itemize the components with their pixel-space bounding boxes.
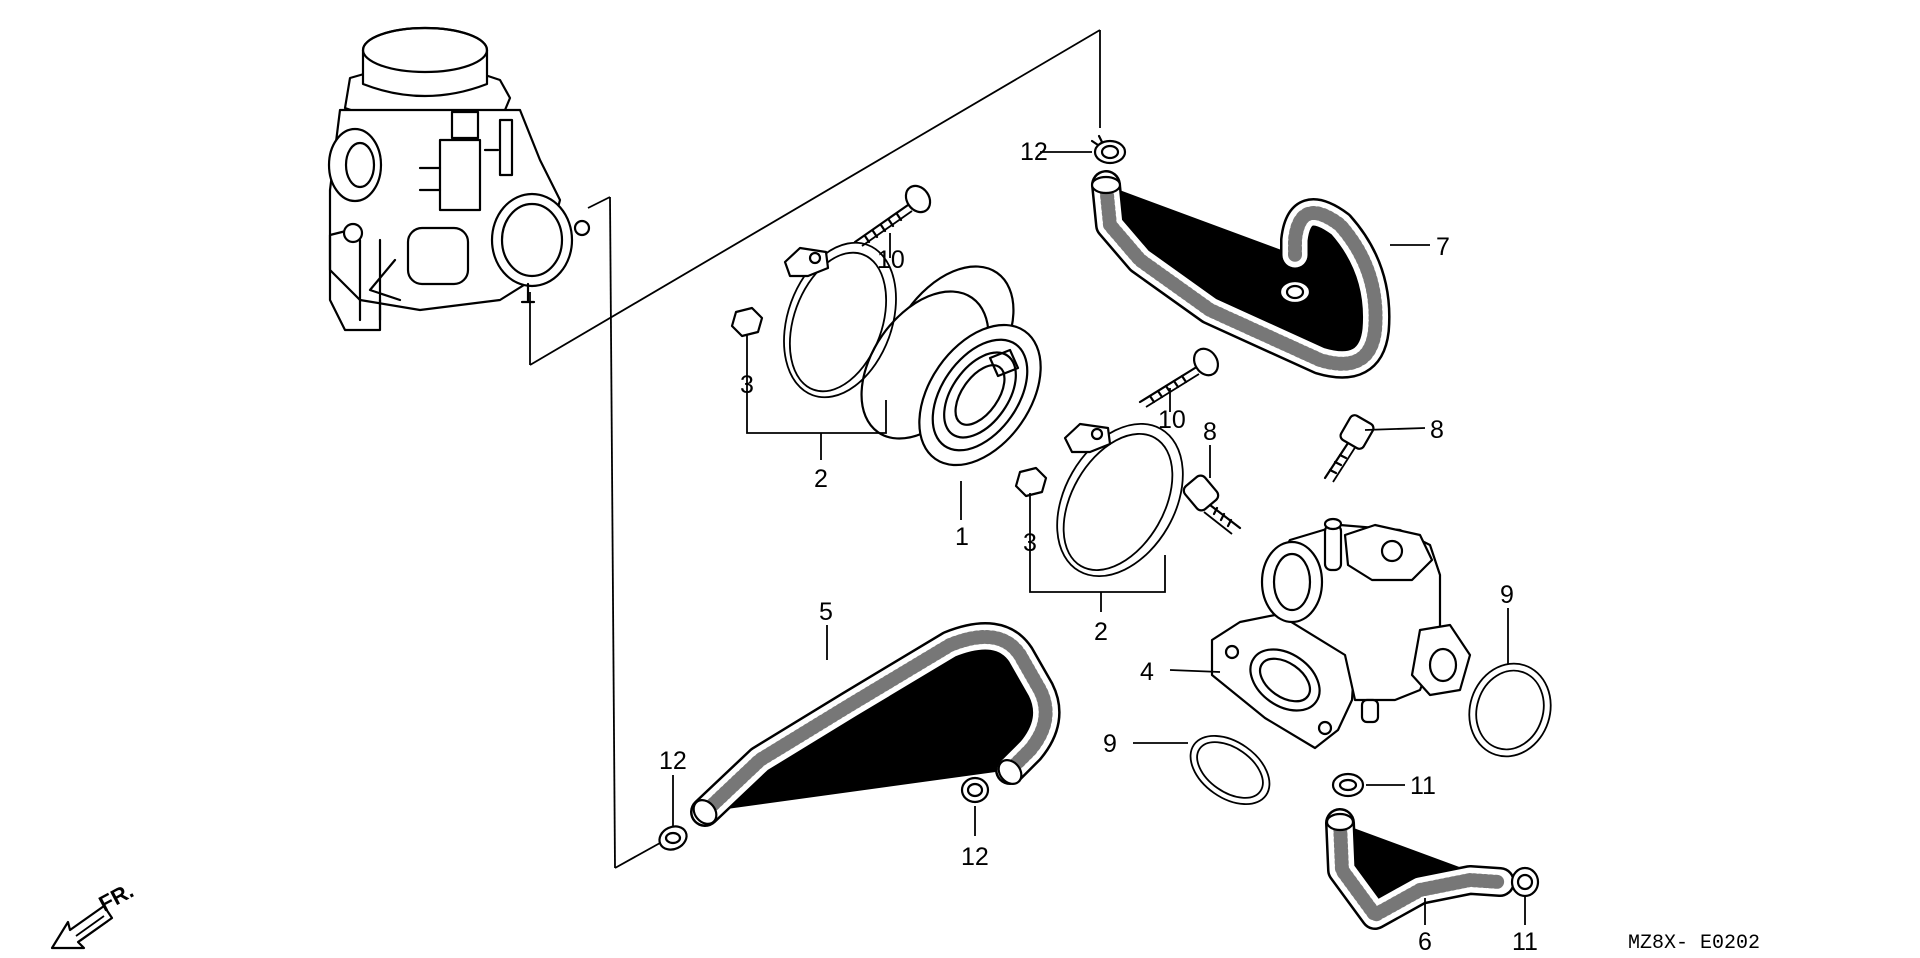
label-9-right: 9 <box>1500 581 1514 609</box>
band-part-2-upper <box>783 241 897 399</box>
label-6: 6 <box>1418 928 1432 956</box>
o-ring-part-9-right <box>1468 662 1552 758</box>
label-2-lower: 2 <box>1094 618 1108 646</box>
label-3-lower: 3 <box>1023 529 1037 557</box>
label-3-upper: 3 <box>740 371 754 399</box>
label-11-lower: 11 <box>1512 928 1538 956</box>
label-12-lower-left: 12 <box>659 747 687 775</box>
front-direction-indicator: FR. <box>50 878 138 950</box>
label-10-upper: 10 <box>877 246 905 274</box>
band-part-2-lower <box>1056 422 1184 578</box>
assembly-lines <box>529 29 1166 869</box>
label-1: 1 <box>955 523 969 551</box>
nut-part-3-lower <box>1014 466 1048 498</box>
screw-part-10-upper <box>853 184 932 247</box>
leader-lines <box>672 151 1526 925</box>
sleeve-part-1 <box>860 265 1042 467</box>
o-ring-part-9-lower <box>1189 734 1271 806</box>
clamp-part-12-lower-left <box>658 825 688 851</box>
carburetor-assembly <box>327 26 591 332</box>
nut-part-3-upper <box>730 306 764 338</box>
label-8-right: 8 <box>1430 416 1444 444</box>
hose-part-7 <box>1090 177 1376 364</box>
hose-part-5 <box>689 637 1046 828</box>
intake-manifold-part-4 <box>1210 517 1472 750</box>
label-10-lower: 10 <box>1158 406 1186 434</box>
screw-part-10-lower <box>1138 347 1220 408</box>
label-2-upper: 2 <box>814 465 828 493</box>
label-9-lower: 9 <box>1103 730 1117 758</box>
clamp-part-12-hose7 <box>1278 279 1312 305</box>
bolt-part-8-right <box>1323 414 1375 483</box>
bolt-part-8-left <box>1182 474 1242 535</box>
clamp-part-11-lower <box>1510 866 1540 898</box>
label-4: 4 <box>1140 658 1154 686</box>
label-12-hose7: 12 <box>1240 278 1268 306</box>
label-12-top: 12 <box>1020 138 1048 166</box>
label-7: 7 <box>1436 233 1450 261</box>
hose-part-6 <box>1327 814 1500 915</box>
clamp-part-12-top <box>1090 134 1127 165</box>
diagram-reference-code: MZ8X- E0202 <box>1628 932 1760 955</box>
clamp-part-11-upper <box>1331 772 1365 798</box>
label-8-left: 8 <box>1203 418 1217 446</box>
label-11-upper: 11 <box>1410 772 1436 800</box>
label-12-lower-mid: 12 <box>961 843 989 871</box>
part-labels: 12 12 7 10 10 8 8 3 2 1 3 2 9 4 5 9 11 1… <box>659 138 1538 956</box>
label-5: 5 <box>819 598 833 626</box>
clamp-part-12-lower-mid <box>960 776 990 804</box>
